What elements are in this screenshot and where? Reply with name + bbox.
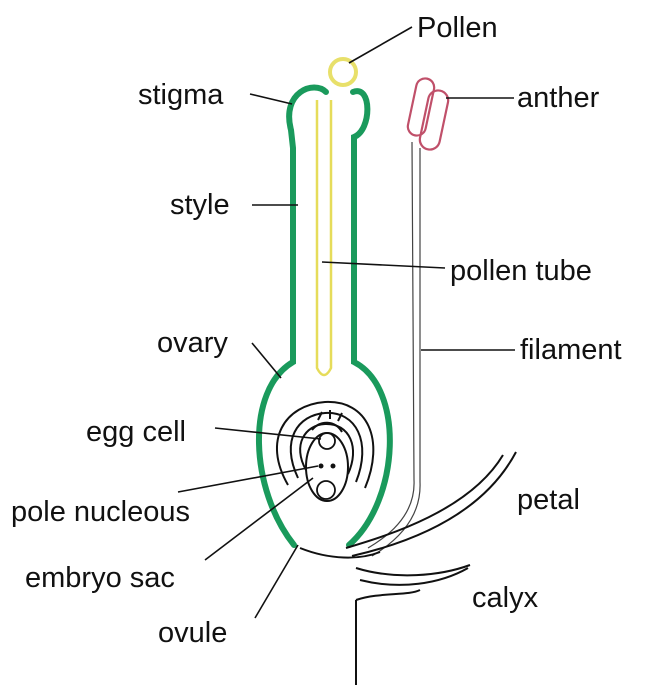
leader-pollen-tube <box>322 262 445 268</box>
label-pollen: Pollen <box>417 12 498 44</box>
label-pollen-tube: pollen tube <box>450 255 592 287</box>
leader-ovary <box>252 343 281 378</box>
leader-ovule <box>255 545 298 618</box>
leader-pollen <box>349 27 412 63</box>
label-stigma: stigma <box>138 79 224 111</box>
pole-nucleus-left <box>319 464 324 469</box>
ovule-shape <box>277 402 373 488</box>
pole-nucleus-right <box>331 464 336 469</box>
antipodal-cell <box>317 481 335 499</box>
filament-shape <box>368 142 420 556</box>
label-calyx: calyx <box>472 582 539 614</box>
label-style: style <box>170 189 230 221</box>
leader-pole-nucleous <box>178 466 318 492</box>
label-anther: anther <box>517 82 600 114</box>
label-ovary: ovary <box>157 327 228 359</box>
label-pole-nucleous: pole nucleous <box>11 496 190 528</box>
egg-cell-shape <box>319 433 335 449</box>
label-filament: filament <box>520 334 622 366</box>
receptacle-petal-calyx <box>300 452 516 685</box>
pollen-grain <box>330 59 356 85</box>
label-ovule: ovule <box>158 617 227 649</box>
label-embryo-sac: embryo sac <box>25 562 175 594</box>
label-egg-cell: egg cell <box>86 416 186 448</box>
label-petal: petal <box>517 484 580 516</box>
leader-stigma <box>250 94 292 104</box>
pollen-tube-shape <box>317 100 331 375</box>
anther-shape <box>406 77 450 152</box>
